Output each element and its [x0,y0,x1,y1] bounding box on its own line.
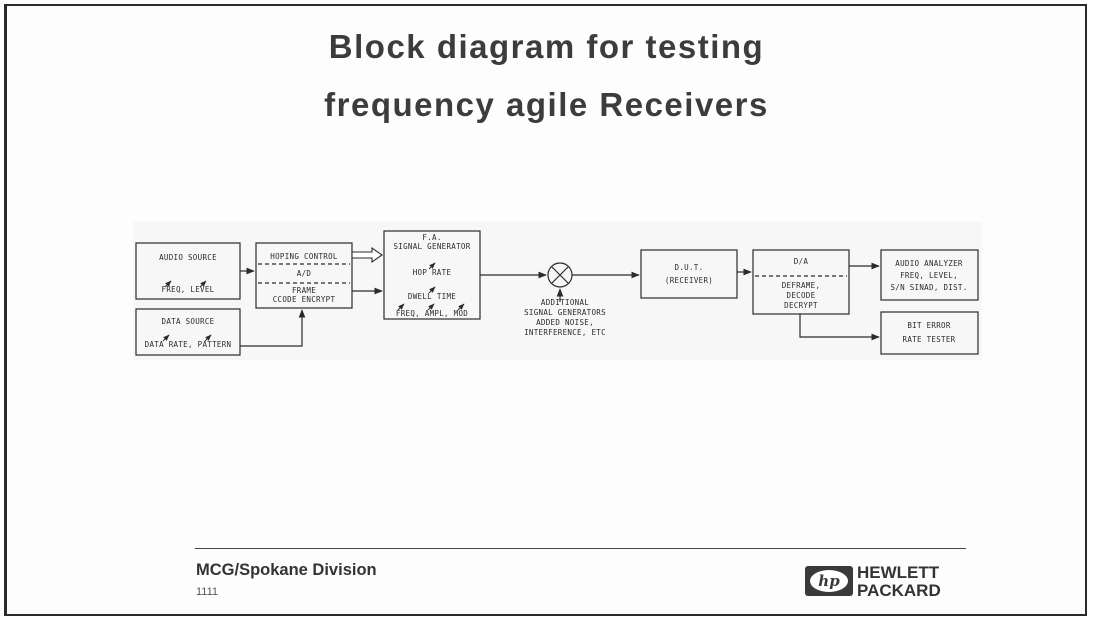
bert-box [880,311,979,355]
interference-label: INTERFERENCE, ETC [524,328,606,337]
deframe-label: DEFRAME, [781,281,821,290]
audio-analyzer-label: AUDIO ANALYZER [895,259,963,268]
ad-label: A/D [296,269,312,278]
da-box [752,249,850,315]
company-name: HEWLETT PACKARD [857,563,941,600]
frame-label: FRAME [291,286,317,295]
hop-control-arrow [351,246,383,264]
hp-logo-icon: hp [805,566,853,596]
dut-box [640,249,738,299]
dwell-time-label: DWELL TIME [407,292,457,301]
da-label: D/A [793,257,809,266]
dut-label: D.U.T. [674,263,704,272]
slide-code: 1111 [196,586,219,598]
receiver-label: (RECEIVER) [664,276,714,285]
audio-analyzer-params1: FREQ, LEVEL, [900,271,958,280]
slide-title-line1: Block diagram for testing [328,28,765,65]
hop-control-box [255,242,353,309]
added-noise-label: ADDED NOISE, [536,318,594,327]
audio-source-label: AUDIO SOURCE [159,253,217,262]
hop-rate-label: HOP RATE [412,268,452,277]
audio-analyzer-params2: S/N SINAD, DIST. [890,283,968,292]
division-name: MCG/Spokane Division [196,561,377,579]
hop-control-label: HOPING CONTROL [270,252,338,261]
decrypt-label: DECRYPT [784,301,818,310]
audio-analyzer-box [880,249,979,301]
data-source-label: DATA SOURCE [161,317,215,326]
fa-label: F.A. [422,233,442,242]
bert-label2: RATE TESTER [902,335,956,344]
slide-title-line2: frequency agile Receivers [324,86,769,123]
additional-generators-label: SIGNAL GENERATORS [524,308,606,317]
audio-source-params: FREQ, LEVEL [161,285,215,294]
freq-ampl-mod-label: FREQ, AMPL, MOD [395,309,469,318]
encrypt-label: CCODE ENCRYPT [272,295,336,304]
data-source-box [135,308,241,356]
bert-label1: BIT ERROR [907,321,951,330]
hp-logo-mark: hp [818,572,840,590]
additional-label: ADDITIONAL [540,298,590,307]
data-source-params: DATA RATE, PATTERN [144,340,232,349]
decode-label: DECODE [786,291,816,300]
footer-rule [195,548,966,549]
signal-generator-label: SIGNAL GENERATOR [393,242,471,251]
